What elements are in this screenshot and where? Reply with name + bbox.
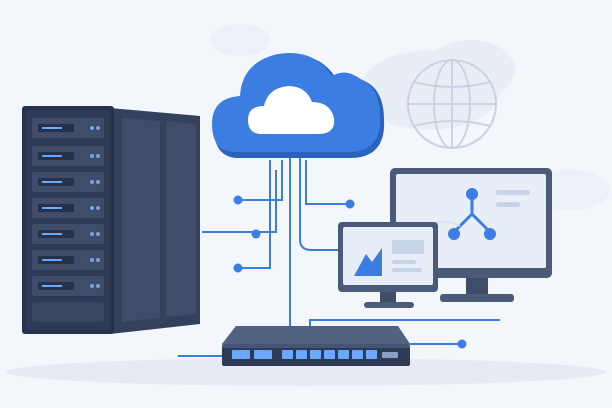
rack-side-panels [122,118,196,322]
server-unit [32,198,104,218]
server-unit [32,250,104,270]
monitor-text-lines [496,190,530,207]
chart-icon [354,240,424,276]
desktop-monitor-icon [390,168,552,302]
globe-icon [407,59,497,149]
ghost-cloud-3 [210,24,270,56]
server-unit [32,224,104,244]
switch-ports [232,350,398,359]
network-lines [178,158,500,357]
server-unit [32,276,104,296]
floor-shadow [6,358,606,386]
network-nodes [233,195,467,349]
server-unit [32,146,104,166]
network-switch-icon [222,326,410,366]
server-units [32,118,104,322]
share-nodes [448,188,496,240]
cloud-icon [212,52,385,158]
server-unit-base [32,302,104,322]
desktop-monitor-icon [338,222,438,308]
server-rack-icon [22,106,200,334]
server-unit [32,172,104,192]
server-unit [32,118,104,138]
